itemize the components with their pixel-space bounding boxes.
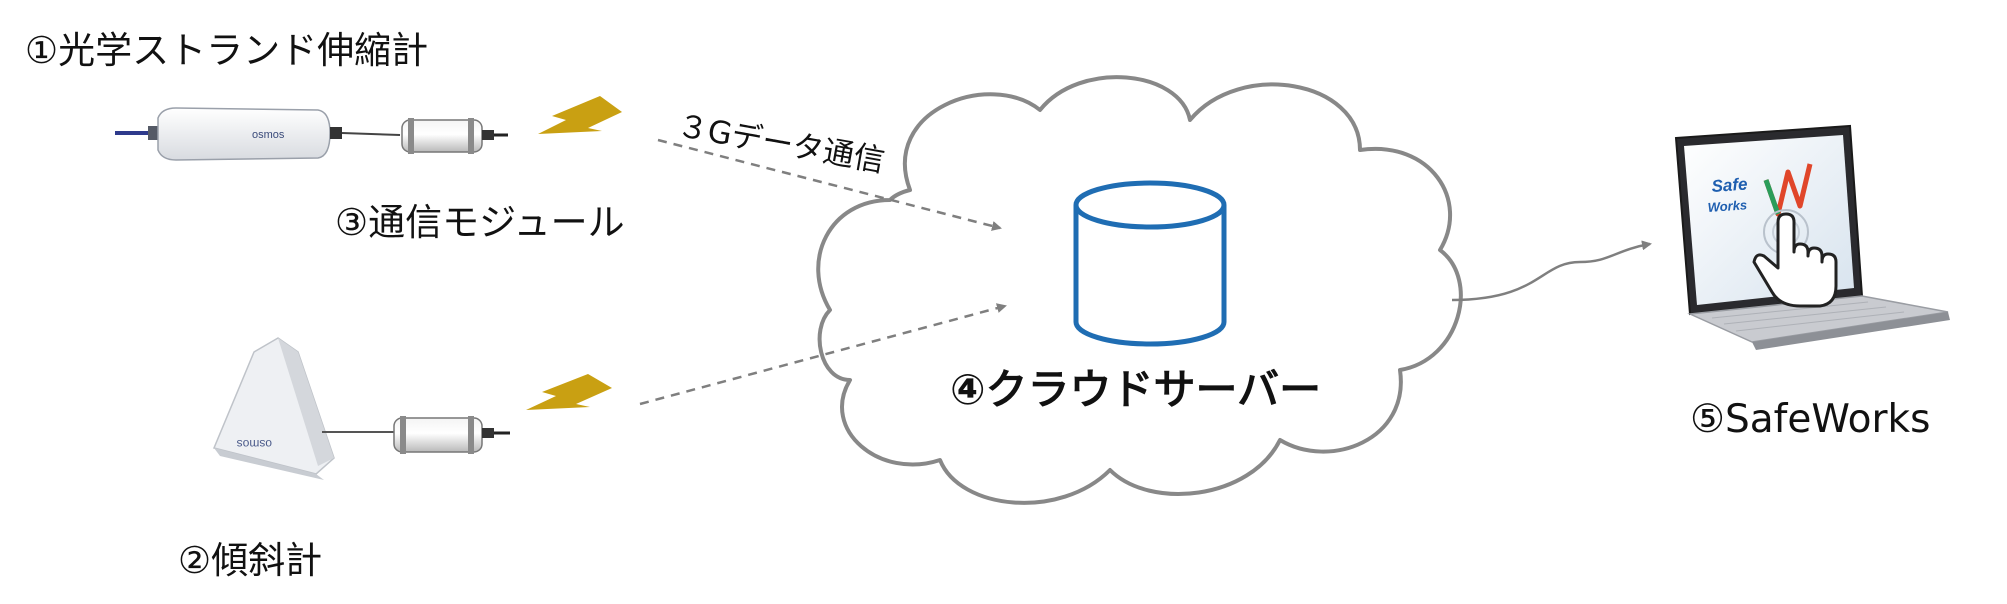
lightning-icon [538, 96, 622, 134]
cloud-server-label: ④クラウドサーバー [950, 365, 1322, 414]
svg-text:Works: Works [1707, 197, 1747, 215]
database-icon [1073, 180, 1227, 347]
svg-text:Safe: Safe [1711, 175, 1748, 196]
laptop-icon: Safe Works [1674, 124, 1950, 350]
comm-module-device-2 [393, 416, 510, 454]
svg-text:osmos: osmos [252, 129, 285, 141]
lightning-icon [526, 374, 612, 410]
comm-module-device [401, 118, 508, 154]
inclinometer-device: osmos [212, 337, 394, 480]
comm-module-label: ③通信モジュール [335, 201, 625, 244]
safeworks-label: ⑤SafeWorks [1690, 397, 1931, 442]
hand-pointer-icon [1752, 209, 1838, 308]
svg-text:osmos: osmos [237, 437, 272, 451]
inclinometer-label: ②傾斜計 [178, 539, 323, 582]
strand-gauge-label: ①光学ストランド伸縮計 [25, 29, 429, 72]
strand-extensometer-device: osmos [115, 107, 401, 161]
arrow-cloud-to-laptop [1451, 240, 1652, 302]
arrow-3g-to-cloud [657, 138, 1002, 231]
